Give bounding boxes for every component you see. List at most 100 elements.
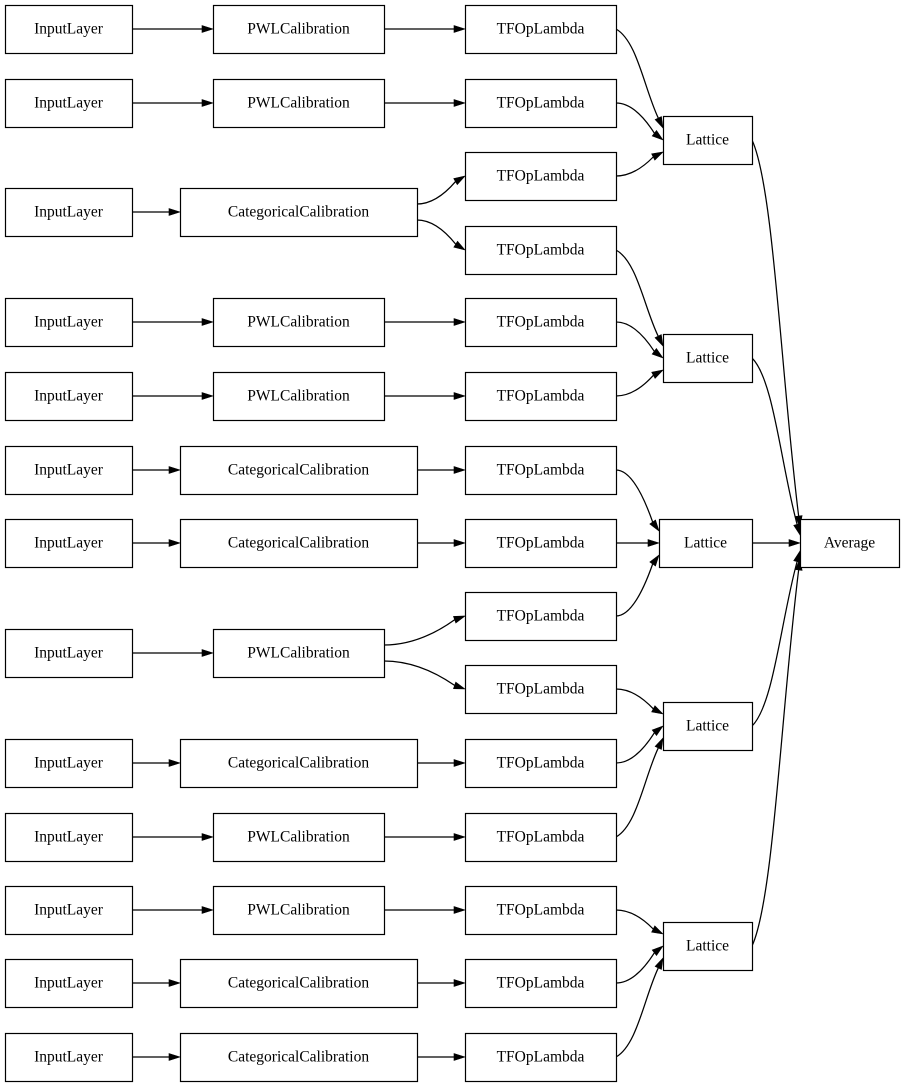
- node-rect[interactable]: [464, 664, 618, 715]
- node-rect[interactable]: [212, 297, 386, 348]
- graph-node[interactable]: Lattice: [658, 518, 754, 569]
- graph-node[interactable]: TFOpLambda: [464, 738, 618, 789]
- node-rect[interactable]: [799, 518, 901, 569]
- node-rect[interactable]: [179, 445, 419, 496]
- graph-node[interactable]: InputLayer: [4, 885, 134, 936]
- node-rect[interactable]: [464, 738, 618, 789]
- node-rect[interactable]: [179, 187, 419, 238]
- graph-node[interactable]: TFOpLambda: [464, 664, 618, 715]
- graph-node[interactable]: TFOpLambda: [464, 1032, 618, 1083]
- node-rect[interactable]: [464, 958, 618, 1009]
- node-rect[interactable]: [658, 518, 754, 569]
- graph-node[interactable]: Lattice: [662, 921, 754, 972]
- node-rect[interactable]: [4, 297, 134, 348]
- node-rect[interactable]: [212, 628, 386, 679]
- node-rect[interactable]: [4, 628, 134, 679]
- node-rect[interactable]: [4, 78, 134, 129]
- graph-node[interactable]: TFOpLambda: [464, 591, 618, 642]
- graph-node[interactable]: PWLCalibration: [212, 371, 386, 422]
- graph-node[interactable]: PWLCalibration: [212, 4, 386, 55]
- graph-node[interactable]: TFOpLambda: [464, 445, 618, 496]
- graph-node[interactable]: TFOpLambda: [464, 371, 618, 422]
- node-rect[interactable]: [4, 4, 134, 55]
- graph-node[interactable]: TFOpLambda: [464, 4, 618, 55]
- node-rect[interactable]: [212, 812, 386, 863]
- graph-edge: [615, 732, 655, 764]
- graph-node[interactable]: InputLayer: [4, 4, 134, 55]
- graph-node[interactable]: CategoricalCalibration: [179, 1032, 419, 1083]
- node-rect[interactable]: [4, 958, 134, 1009]
- node-rect[interactable]: [4, 445, 134, 496]
- node-label: InputLayer: [34, 1049, 104, 1066]
- graph-node[interactable]: InputLayer: [4, 78, 134, 129]
- graph-edge: [615, 688, 654, 710]
- graph-node[interactable]: TFOpLambda: [464, 518, 618, 569]
- node-rect[interactable]: [464, 151, 618, 202]
- node-rect[interactable]: [212, 885, 386, 936]
- node-rect[interactable]: [464, 591, 618, 642]
- graph-node[interactable]: Average: [799, 518, 901, 569]
- graph-node[interactable]: CategoricalCalibration: [179, 187, 419, 238]
- graph-node[interactable]: InputLayer: [4, 187, 134, 238]
- node-rect[interactable]: [464, 225, 618, 276]
- node-rect[interactable]: [662, 333, 754, 384]
- node-rect[interactable]: [464, 371, 618, 422]
- node-rect[interactable]: [662, 701, 754, 752]
- node-rect[interactable]: [179, 958, 419, 1009]
- graph-node[interactable]: InputLayer: [4, 628, 134, 679]
- graph-node[interactable]: TFOpLambda: [464, 958, 618, 1009]
- graph-node[interactable]: Lattice: [662, 333, 754, 384]
- graph-node[interactable]: TFOpLambda: [464, 78, 618, 129]
- node-rect[interactable]: [464, 297, 618, 348]
- node-rect[interactable]: [212, 78, 386, 129]
- node-rect[interactable]: [464, 1032, 618, 1083]
- graph-node[interactable]: TFOpLambda: [464, 885, 618, 936]
- node-rect[interactable]: [179, 738, 419, 789]
- node-rect[interactable]: [4, 1032, 134, 1083]
- node-rect[interactable]: [662, 115, 754, 166]
- graph-node[interactable]: Lattice: [662, 115, 754, 166]
- node-rect[interactable]: [464, 78, 618, 129]
- graph-node[interactable]: TFOpLambda: [464, 225, 618, 276]
- graph-node[interactable]: InputLayer: [4, 1032, 134, 1083]
- graph-node[interactable]: CategoricalCalibration: [179, 738, 419, 789]
- graph-node[interactable]: TFOpLambda: [464, 151, 618, 202]
- node-rect[interactable]: [212, 4, 386, 55]
- graph-node[interactable]: PWLCalibration: [212, 297, 386, 348]
- node-rect[interactable]: [4, 738, 134, 789]
- graph-node[interactable]: Lattice: [662, 701, 754, 752]
- graph-node[interactable]: InputLayer: [4, 812, 134, 863]
- node-rect[interactable]: [464, 4, 618, 55]
- node-rect[interactable]: [212, 371, 386, 422]
- graph-node[interactable]: CategoricalCalibration: [179, 958, 419, 1009]
- graph-node[interactable]: CategoricalCalibration: [179, 445, 419, 496]
- graph-node[interactable]: InputLayer: [4, 738, 134, 789]
- node-rect[interactable]: [464, 885, 618, 936]
- graph-node[interactable]: InputLayer: [4, 297, 134, 348]
- node-rect[interactable]: [4, 518, 134, 569]
- node-rect[interactable]: [4, 371, 134, 422]
- arrow-head-icon: [651, 369, 664, 379]
- node-rect[interactable]: [4, 812, 134, 863]
- graph-node[interactable]: CategoricalCalibration: [179, 518, 419, 569]
- graph-node[interactable]: InputLayer: [4, 371, 134, 422]
- node-rect[interactable]: [4, 187, 134, 238]
- graph-node[interactable]: PWLCalibration: [212, 628, 386, 679]
- node-rect[interactable]: [662, 921, 754, 972]
- graph-node[interactable]: InputLayer: [4, 518, 134, 569]
- node-rect[interactable]: [464, 812, 618, 863]
- node-rect[interactable]: [4, 885, 134, 936]
- graph-node[interactable]: PWLCalibration: [212, 812, 386, 863]
- node-rect[interactable]: [179, 1032, 419, 1083]
- graph-node[interactable]: InputLayer: [4, 958, 134, 1009]
- graph-node[interactable]: TFOpLambda: [464, 812, 618, 863]
- node-rect[interactable]: [464, 518, 618, 569]
- graph-node[interactable]: TFOpLambda: [464, 297, 618, 348]
- graph-edge: [615, 469, 654, 523]
- graph-node[interactable]: InputLayer: [4, 445, 134, 496]
- graph-node[interactable]: PWLCalibration: [212, 885, 386, 936]
- node-rect[interactable]: [179, 518, 419, 569]
- node-rect[interactable]: [464, 445, 618, 496]
- graph-node[interactable]: PWLCalibration: [212, 78, 386, 129]
